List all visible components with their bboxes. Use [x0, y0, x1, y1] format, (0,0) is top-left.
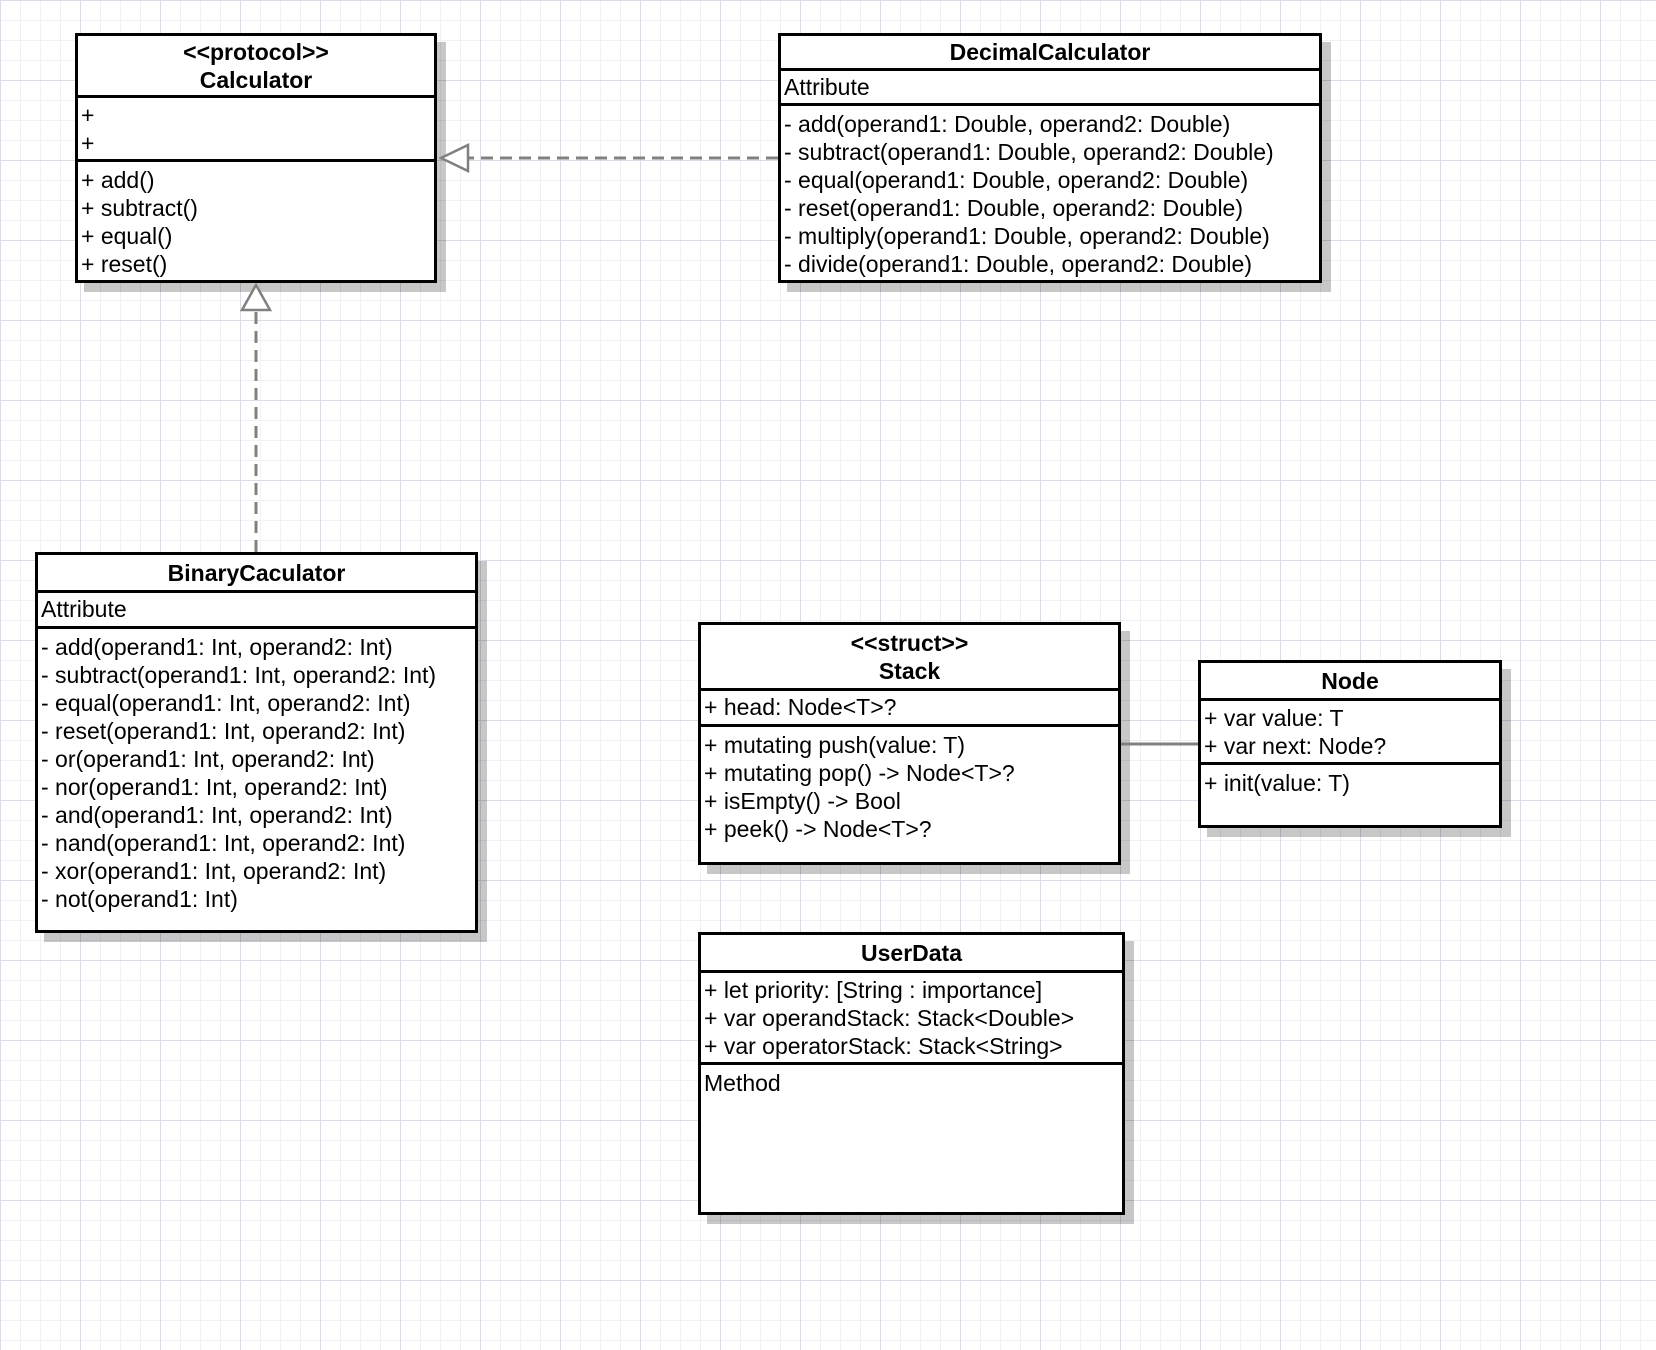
attributes-section: + + [78, 98, 434, 162]
class-name: UserData [861, 939, 962, 966]
attribute-row: Attribute [784, 74, 870, 100]
method-row: Method [704, 1070, 781, 1096]
class-header: DecimalCalculator [781, 36, 1319, 71]
class-decimal-calculator[interactable]: DecimalCalculator Attribute - add(operan… [778, 33, 1322, 283]
class-name: Calculator [199, 66, 313, 93]
class-header: UserData [701, 935, 1122, 973]
attributes-section: Attribute [38, 593, 475, 629]
method-row: - multiply(operand1: Double, operand2: D… [784, 223, 1270, 249]
method-row: - not(operand1: Int) [41, 886, 238, 912]
method-row: - or(operand1: Int, operand2: Int) [41, 746, 375, 772]
class-header: <<struct>> Stack [701, 625, 1118, 691]
class-calculator[interactable]: <<protocol>> Calculator + + + add() + su… [75, 33, 437, 283]
method-row: - subtract(operand1: Double, operand2: D… [784, 139, 1274, 165]
method-row: + equal() [81, 223, 173, 249]
realization-binary-to-calculator[interactable] [239, 282, 273, 552]
method-row: - reset(operand1: Double, operand2: Doub… [784, 195, 1244, 221]
attribute-row: Attribute [41, 596, 127, 622]
method-row: - reset(operand1: Int, operand2: Int) [41, 718, 406, 744]
attributes-section: + var value: T + var next: Node? [1201, 701, 1499, 765]
class-header: BinaryCaculator [38, 555, 475, 593]
method-row: + mutating push(value: T) [704, 732, 966, 758]
method-row: + mutating pop() -> Node<T>? [704, 760, 1015, 786]
class-stereotype: <<protocol>> [183, 38, 329, 65]
method-row: - equal(operand1: Double, operand2: Doub… [784, 167, 1249, 193]
attributes-section: + let priority: [String : importance] + … [701, 973, 1122, 1065]
class-name: Node [1321, 667, 1379, 694]
class-stereotype: <<struct>> [850, 629, 969, 656]
attribute-row: + var operandStack: Stack<Double> [704, 1005, 1075, 1031]
class-header: <<protocol>> Calculator [78, 36, 434, 98]
attribute-row: + var value: T [1204, 705, 1344, 731]
class-name: DecimalCalculator [949, 39, 1151, 65]
methods-section: - add(operand1: Int, operand2: Int) - su… [38, 629, 475, 930]
method-row: + reset() [81, 251, 168, 277]
method-row: + isEmpty() -> Bool [704, 788, 901, 814]
method-row: + peek() -> Node<T>? [704, 816, 932, 842]
method-row: + init(value: T) [1204, 770, 1350, 796]
attribute-row: + var next: Node? [1204, 733, 1387, 759]
methods-section: - add(operand1: Double, operand2: Double… [781, 106, 1319, 280]
realization-arrowhead-icon [438, 143, 470, 173]
methods-section: + mutating push(value: T) + mutating pop… [701, 727, 1118, 862]
attribute-row: + var operatorStack: Stack<String> [704, 1033, 1063, 1059]
attribute-row: + [81, 130, 95, 156]
realization-arrowhead-icon [239, 282, 273, 312]
method-row: + subtract() [81, 195, 198, 221]
class-node[interactable]: Node + var value: T + var next: Node? + … [1198, 660, 1502, 828]
class-user-data[interactable]: UserData + let priority: [String : impor… [698, 932, 1125, 1215]
method-row: - xor(operand1: Int, operand2: Int) [41, 858, 387, 884]
realization-decimal-to-calculator[interactable] [438, 143, 778, 173]
class-name: BinaryCaculator [167, 559, 346, 586]
method-row: - subtract(operand1: Int, operand2: Int) [41, 662, 437, 688]
class-name: Stack [878, 657, 941, 684]
methods-section: + add() + subtract() + equal() + reset() [78, 162, 434, 280]
class-binary-calculator[interactable]: BinaryCaculator Attribute - add(operand1… [35, 552, 478, 933]
method-row: - add(operand1: Int, operand2: Int) [41, 634, 393, 660]
methods-section: + init(value: T) [1201, 765, 1499, 825]
methods-section: Method [701, 1065, 1122, 1212]
attribute-row: + [81, 102, 95, 128]
method-row: - equal(operand1: Int, operand2: Int) [41, 690, 411, 716]
class-stack[interactable]: <<struct>> Stack + head: Node<T>? + muta… [698, 622, 1121, 865]
attributes-section: Attribute [781, 71, 1319, 106]
method-row: - nand(operand1: Int, operand2: Int) [41, 830, 406, 856]
attributes-section: + head: Node<T>? [701, 691, 1118, 727]
attribute-row: + head: Node<T>? [704, 694, 897, 720]
attribute-row: + let priority: [String : importance] [704, 977, 1043, 1003]
class-header: Node [1201, 663, 1499, 701]
method-row: - and(operand1: Int, operand2: Int) [41, 802, 393, 828]
method-row: - divide(operand1: Double, operand2: Dou… [784, 251, 1252, 277]
method-row: - add(operand1: Double, operand2: Double… [784, 111, 1231, 137]
method-row: - nor(operand1: Int, operand2: Int) [41, 774, 388, 800]
method-row: + add() [81, 167, 155, 193]
